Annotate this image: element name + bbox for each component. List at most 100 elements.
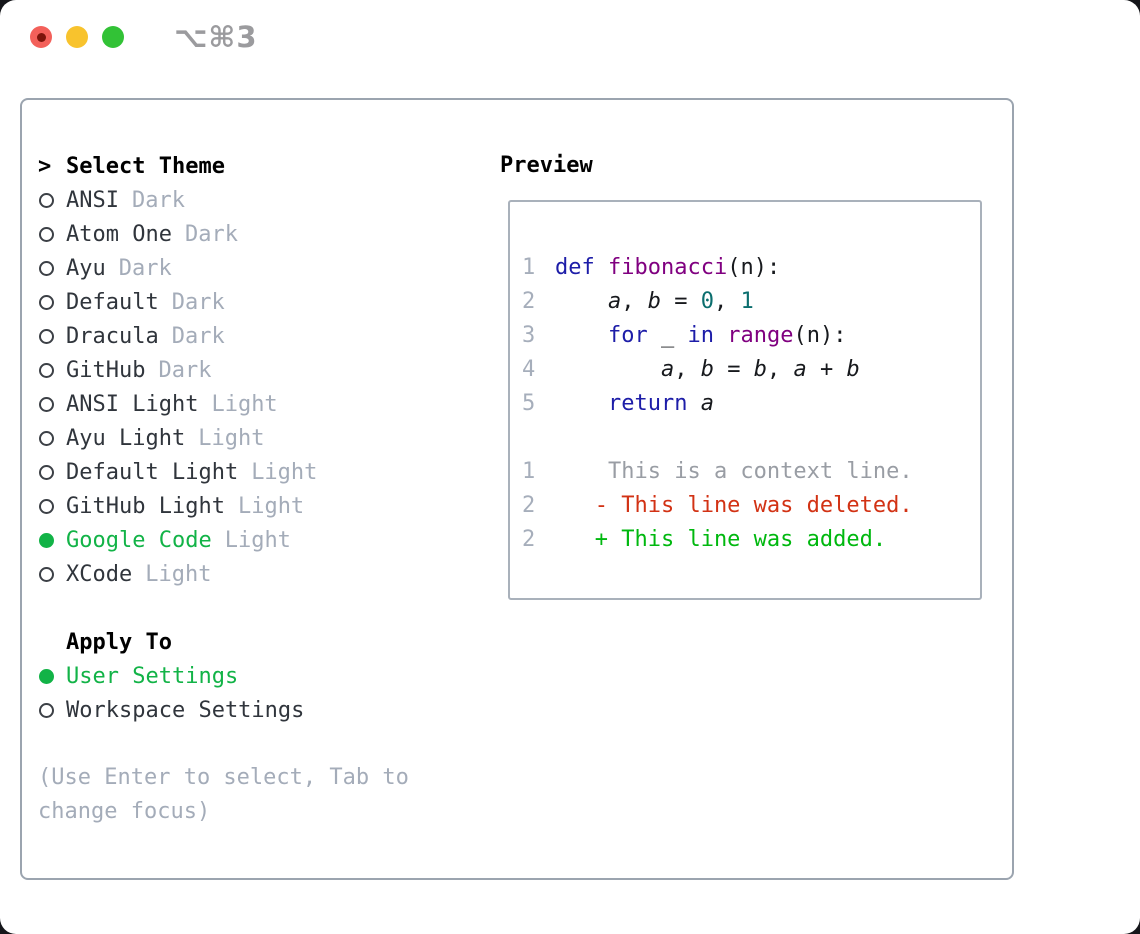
line-number: 2 [522, 493, 536, 518]
radio-icon [38, 702, 66, 718]
theme-variant-label: Dark [171, 289, 225, 315]
line-number: 3 [522, 323, 536, 348]
radio-icon [38, 328, 66, 344]
code-token: b [753, 357, 767, 382]
radio-icon [38, 192, 66, 208]
code-line: 2 a, b = 0, 1 [522, 285, 980, 319]
code-token: a [700, 391, 714, 416]
theme-variant-label: Light [145, 561, 212, 587]
option-label: ANSI [66, 187, 119, 213]
code-token: b [700, 357, 714, 382]
option-label: Ayu Light [66, 425, 186, 451]
option-label: Default Light [66, 459, 239, 485]
radio-circle [39, 396, 54, 412]
line-number: 2 [522, 289, 536, 314]
select-theme-header: > Select Theme [38, 149, 468, 183]
radio-circle [39, 668, 54, 684]
code-token [555, 319, 608, 353]
apply-to-header: Apply To [38, 625, 468, 659]
radio-circle [39, 566, 54, 582]
code-token: = [713, 357, 754, 382]
code-token: return [607, 391, 688, 416]
code-token: a [793, 357, 807, 382]
theme-variant-label: Light [211, 391, 278, 417]
code-token: a [660, 357, 675, 382]
code-token [687, 387, 700, 421]
code-token: a [607, 289, 622, 314]
option-label: Dracula [66, 323, 159, 349]
titlebar: ⌥⌘3 [30, 20, 258, 54]
code-line: 2 + This line was added. [522, 523, 980, 557]
theme-option[interactable]: Ayu Dark [38, 251, 468, 285]
code-token [555, 285, 608, 319]
radio-selected-icon [38, 668, 66, 684]
theme-variant-label: Dark [118, 255, 172, 281]
theme-option[interactable]: Default Dark [38, 285, 468, 319]
line-number: 2 [522, 527, 536, 552]
code-token [595, 251, 608, 285]
code-token: _ [647, 323, 688, 348]
theme-variant-label: Light [198, 425, 265, 451]
spacer [38, 591, 468, 625]
option-label: User Settings [66, 663, 239, 689]
radio-icon [38, 362, 66, 378]
select-theme-title: Select Theme [66, 153, 225, 179]
code-line: 1 def fibonacci(n): [522, 251, 980, 285]
radio-circle [39, 362, 54, 378]
option-label: XCode [66, 561, 133, 587]
apply-option[interactable]: User Settings [38, 659, 468, 693]
close-button[interactable] [30, 26, 52, 48]
radio-icon [38, 226, 66, 242]
radio-circle [39, 192, 54, 208]
radio-circle [39, 328, 54, 344]
option-label: Google Code [66, 527, 212, 553]
code-line: 5 return a [522, 387, 980, 421]
radio-selected-icon [38, 532, 66, 548]
code-line: 1 This is a context line. [522, 455, 980, 489]
code-token: (n): [727, 255, 781, 280]
apply-option[interactable]: Workspace Settings [38, 693, 468, 727]
option-label: Default [66, 289, 159, 315]
code-line [522, 421, 980, 455]
window-shortcut-label: ⌥⌘3 [174, 20, 258, 54]
radio-circle [39, 498, 54, 514]
theme-variant-label: Light [224, 527, 291, 553]
line-number [522, 421, 548, 455]
code-token: in [687, 323, 714, 348]
code-token: - This line was deleted. [555, 493, 913, 518]
hint-text: (Use Enter to select, Tab to change focu… [38, 765, 409, 824]
radio-icon [38, 396, 66, 412]
theme-variant-label: Dark [158, 357, 212, 383]
radio-circle [39, 294, 54, 310]
apply-to-title: Apply To [66, 629, 172, 655]
code-token: b [846, 357, 860, 382]
option-label: Ayu [66, 255, 106, 281]
zoom-button[interactable] [102, 26, 124, 48]
code-token: fibonacci [608, 255, 728, 280]
code-token: range [727, 323, 794, 348]
code-token [555, 353, 661, 387]
theme-option[interactable]: XCode Light [38, 557, 468, 591]
code-token: b [647, 289, 661, 314]
line-number: 1 [522, 459, 536, 484]
code-line: 2 - This line was deleted. [522, 489, 980, 523]
code-token: , [713, 289, 741, 314]
theme-option[interactable]: Google Code Light [38, 523, 468, 557]
code-token: def [555, 255, 595, 280]
minimize-button[interactable] [66, 26, 88, 48]
theme-option[interactable]: Ayu Light Light [38, 421, 468, 455]
line-number: 4 [522, 357, 536, 382]
radio-icon [38, 294, 66, 310]
line-number: 5 [522, 391, 536, 416]
code-token: This is a context line. [555, 459, 913, 484]
line-number: 1 [522, 255, 536, 280]
